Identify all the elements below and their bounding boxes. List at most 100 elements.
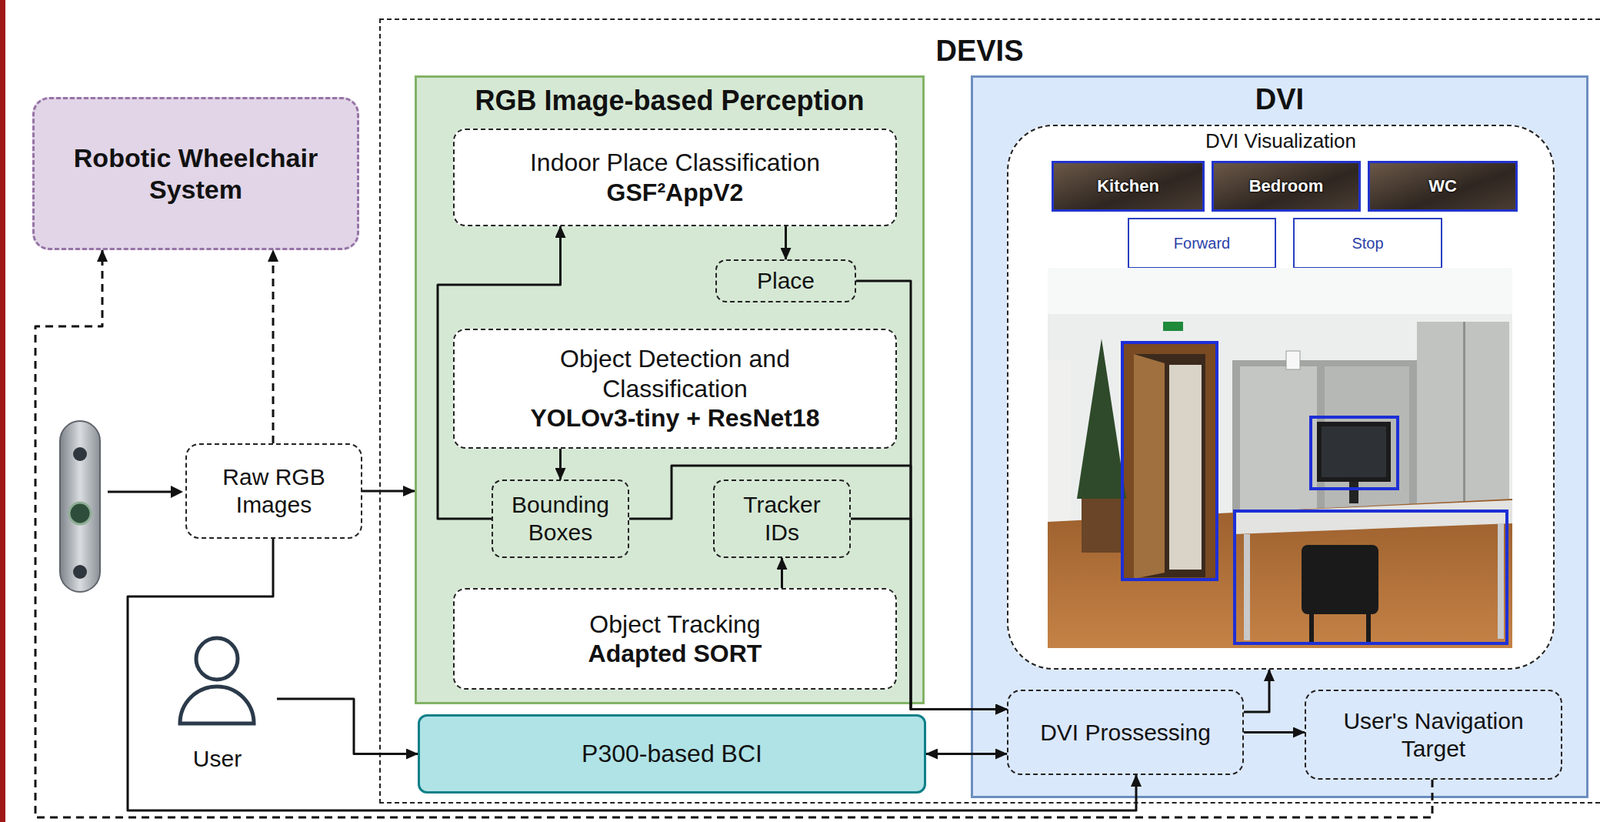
monitor-screen [1321,426,1387,477]
data-box: Place [715,259,857,303]
connector-arrow [1243,669,1270,712]
cabinet-door [1324,366,1410,517]
system-boundary: DEVIS RGB Image-based PerceptionIndoor Pl… [379,18,1600,804]
camera-lens [73,564,87,579]
floor [1047,498,1513,648]
node-label: DVI [1255,82,1304,118]
data-box: Raw RGB Images [185,443,363,539]
node-label: Tracker IDs [728,490,837,547]
connector-arrow [437,226,561,519]
door-leaf [1133,353,1165,579]
exit-sign [1163,321,1184,331]
visualization-panel: DVI VisualizationKitchen Bedroom WC Forward… [1006,124,1555,670]
connector-arrow [856,280,1007,710]
monitor [1316,421,1391,482]
node-label: Kitchen [1096,176,1160,197]
connector-arrow [559,448,562,480]
place-tile: Bedroom [1211,160,1361,212]
node-label: P300-based BCI [581,738,763,768]
process-box: Object TrackingAdapted SORT [453,587,897,690]
monitor-stand [1349,481,1359,504]
connector-arrow [629,465,1007,710]
desk-top [1234,500,1513,534]
chair [1301,544,1379,614]
node-label: DVI Prossessing [1040,718,1211,747]
output-box: User's Navigation Target [1304,689,1563,780]
node-label: DVI Visualization [1205,129,1357,154]
command-button: Stop [1293,217,1443,269]
chair-leg [1366,613,1371,645]
node-label: Object Tracking [589,609,760,639]
node-label: Place [756,266,815,295]
dashed-arrow [35,250,1433,817]
wall [1047,267,1513,648]
node-label: Stop [1351,233,1384,253]
node-label: DEVIS [935,33,1024,70]
method-label: Adapted SORT [588,638,763,668]
node-label: Forward [1173,233,1230,253]
bounding-box [1122,342,1217,580]
cabinet-gap [1463,321,1466,518]
connector-arrow [784,226,787,260]
connector-arrow [276,698,418,754]
connector-arrow [850,518,1007,710]
bounding-box [1234,510,1507,644]
node-label: Bedroom [1249,176,1324,197]
node-label: User [193,744,242,773]
bounding-box [1310,416,1398,489]
connector-arrow [127,538,1137,810]
camera-body [60,420,100,592]
dashed-arrow [272,250,275,444]
node-label: User's Navigation Target [1322,706,1546,763]
node-label: Object Detection and Classification [521,343,830,404]
chair-leg [1309,613,1314,645]
process-box: Object Detection and ClassificationYOLOv… [453,328,897,449]
user-actor: User [157,630,277,776]
cabinet [1232,360,1417,522]
place-tile: Kitchen [1051,160,1205,212]
christmas-tree [1076,338,1127,499]
connector-arrow [926,752,1007,755]
side-table [1081,498,1124,553]
camera-link [107,490,173,494]
cabinet [1416,321,1510,518]
wall-note [1286,350,1300,370]
arrow-head [170,485,184,498]
cabinet-door [1240,366,1317,517]
node-label: Bounding Boxes [506,490,615,547]
command-button: Forward [1127,217,1277,269]
module-panel: DVI DVI VisualizationKitchen Bedroom WC Forw… [970,75,1589,798]
method-label: GSF²AppV2 [606,177,744,207]
user-body [180,686,254,724]
data-box: Bounding Boxes [491,479,630,558]
camera-lens [73,446,87,461]
next-room [1169,364,1202,570]
connector-arrow [362,490,415,493]
node-label: RGB Image-based Perception [474,83,864,117]
connector-arrow [1243,730,1305,734]
node-label: WC [1428,176,1457,197]
cabinet [1047,360,1071,568]
process-box: DVI Prossessing [1006,689,1244,775]
camera-photo [1047,267,1513,648]
process-box: Indoor Place ClassificationGSF²AppV2 [453,128,897,227]
method-label: YOLOv3-tiny + ResNet18 [530,403,820,433]
connector-arrow [780,557,784,588]
door-opening [1133,353,1206,577]
module-panel: RGB Image-based PerceptionIndoor Place C… [414,75,925,704]
node-label: Robotic Wheelchair System [50,142,343,206]
node-label: Indoor Place Classification [530,147,820,177]
desk-leg [1243,533,1250,640]
ceiling [1047,267,1513,314]
node-label: Raw RGB Images [208,463,340,519]
user-head [196,637,238,680]
desk-leg [1497,523,1504,639]
frame-bar [0,0,6,822]
data-box: Tracker IDs [713,479,851,558]
user-icon [180,637,254,724]
door-frame [1122,342,1217,580]
place-tile: WC [1367,160,1518,212]
interface-box: P300-based BCI [417,713,927,794]
